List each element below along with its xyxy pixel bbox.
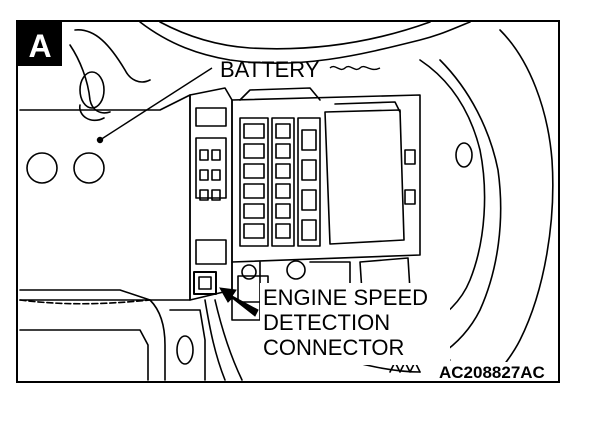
battery-leader-wave — [329, 65, 381, 71]
battery-leader — [99, 67, 213, 141]
connector-arrow — [219, 287, 259, 317]
leader-lines — [96, 65, 381, 144]
connector-label-line2: DETECTION — [263, 310, 390, 335]
battery-label: BATTERY — [220, 57, 320, 82]
battery-leader-dot — [96, 136, 104, 144]
line-art — [19, 21, 554, 381]
figure-code-bg — [436, 362, 558, 381]
connector-label-line1: ENGINE SPEED — [263, 285, 428, 310]
connector-label-bg — [260, 283, 450, 365]
view-letter: A — [28, 28, 51, 64]
connector-label-line3: CONNECTOR — [263, 335, 404, 360]
view-letter-badge — [18, 22, 62, 66]
figure-code: AC208827AC — [439, 363, 545, 382]
